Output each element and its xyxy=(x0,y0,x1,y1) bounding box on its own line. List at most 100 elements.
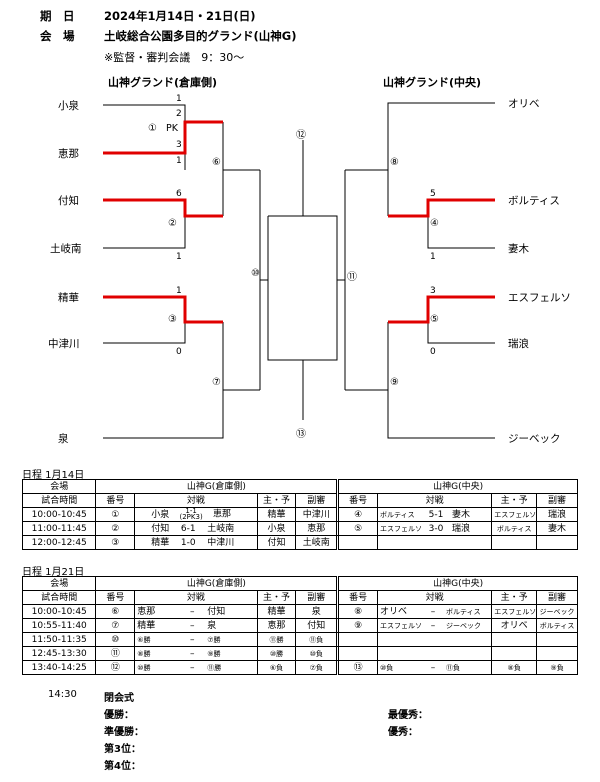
s2-r-sub: ボルティス xyxy=(536,618,578,633)
venue-value: 土岐総合公園多目的グランド(山神G) xyxy=(104,29,297,43)
winner-label: 優勝： xyxy=(104,710,134,721)
fourth-place-label: 第4位： xyxy=(104,761,141,772)
s2-r-dash: – xyxy=(430,620,436,631)
s2-l-dash: – xyxy=(189,606,195,617)
s1-left-venue: 山神G(倉庫側) xyxy=(95,479,338,494)
s2-r-a: オリベ xyxy=(380,606,408,617)
s2-l-a: ⑧勝 xyxy=(137,649,151,658)
s1-r-b: 瑞浪 xyxy=(452,523,471,534)
score-m1-top: 1 xyxy=(176,94,182,104)
s2-l-dash: – xyxy=(189,620,195,631)
bracket-left-title: 山神グランド(倉庫側) xyxy=(108,76,218,89)
s2-l-no: ⑩ xyxy=(95,632,136,647)
score-m1-pk-top: 2 xyxy=(176,109,182,119)
s2-l-sub: ⑩負 xyxy=(295,646,338,661)
table-row: 13:40-14:25 ⑫ ⑩勝–⑪勝 ⑥負 ⑦負 ⑬ ⑩負–⑪負 ⑧負 ⑨負 xyxy=(21,660,578,675)
s2-match-label-r: 対戦 xyxy=(376,590,493,605)
s2-l-b: ⑦勝 xyxy=(207,635,221,644)
s2-r-ref: ⑧負 xyxy=(491,660,538,675)
schedule1-table: 会場 山神G(倉庫側) 山神G(中央) 試合時間 番号 対戦 主・予 副審 番号… xyxy=(21,479,578,550)
s2-ref-label-r: 主・予 xyxy=(491,590,538,605)
match-9-mark: ⑨ xyxy=(390,377,399,388)
match-8-mark: ⑧ xyxy=(390,157,399,168)
table-row: 10:55-11:40 ⑦ 精華–泉 恵那 付知 ⑨ エスフェルソ–ジーベック … xyxy=(21,618,578,633)
s1-l-score: 1-1 xyxy=(185,507,197,516)
s1-r-score: 3-0 xyxy=(428,523,444,534)
score-m5-top: 3 xyxy=(430,286,436,296)
s1-no-label-r: 番号 xyxy=(338,493,378,508)
s2-l-match: 恵那–付知 xyxy=(134,604,258,619)
s2-time: 11:50-11:35 xyxy=(21,632,97,647)
s2-l-b: 泉 xyxy=(207,620,217,631)
team-koizumi: 小泉 xyxy=(58,100,79,112)
team-seika: 精華 xyxy=(58,292,79,304)
closing-label: 閉会式 xyxy=(104,693,134,704)
score-m1-pk-bottom: 3 xyxy=(176,140,182,150)
team-ena: 恵那 xyxy=(58,148,79,160)
s2-r-match: オリベ–ボルティス xyxy=(376,604,493,619)
s2-l-b: ⑪勝 xyxy=(207,663,222,672)
date-value: 2024年1月14日・21日(日) xyxy=(104,9,256,23)
s1-l-a: 小泉 xyxy=(151,509,170,520)
score-m2-bottom: 1 xyxy=(176,252,182,262)
s2-l-no: ⑥ xyxy=(95,604,136,619)
score-m2-top: 6 xyxy=(176,189,182,199)
s1-r-a: ボルティス xyxy=(380,510,415,519)
team-boltis: ボルティス xyxy=(508,195,560,207)
match-1-mark: ① xyxy=(148,123,157,134)
s1-time-label: 試合時間 xyxy=(21,493,97,508)
s1-time: 11:00-11:45 xyxy=(21,521,97,536)
s1-no-label: 番号 xyxy=(95,493,136,508)
match-12-mark: ⑫ xyxy=(296,130,306,141)
table-row: 10:00-10:45 ⑥ 恵那–付知 精華 泉 ⑧ オリベ–ボルティス エスフ… xyxy=(21,604,578,619)
match-13-mark: ⑬ xyxy=(296,429,306,440)
venue-label: 会 場 xyxy=(40,29,75,43)
s1-l-ref: 付知 xyxy=(256,535,297,550)
pk-label: PK xyxy=(166,123,178,134)
s2-l-ref: ⑩勝 xyxy=(256,646,297,661)
s1-sub-label-r: 副審 xyxy=(536,493,578,508)
s2-r-a: エスフェルソ xyxy=(380,621,422,630)
s2-r-no: ⑧ xyxy=(338,604,378,619)
s1-l-match: 小泉 1-1(2PK3) 恵那 xyxy=(134,507,258,522)
s2-r-no: ⑨ xyxy=(338,618,378,633)
schedule2-table: 会場 山神G(倉庫側) 山神G(中央) 試合時間 番号 対戦 主・予 副審 番号… xyxy=(21,576,578,675)
schedule2-title: 日程 1月21日 xyxy=(22,567,85,578)
s1-l-no: ② xyxy=(95,521,136,536)
s1-r-no: ⑤ xyxy=(338,521,378,536)
s1-l-sub: 恵那 xyxy=(295,521,338,536)
s1-l-no: ① xyxy=(95,507,136,522)
s2-r-dash: – xyxy=(430,606,436,617)
team-oribe: オリベ xyxy=(508,98,540,110)
meeting-note: ※監督・審判会議 9：30～ xyxy=(104,51,245,64)
team-nakatsugawa: 中津川 xyxy=(48,338,80,350)
s2-l-sub: ⑦負 xyxy=(295,660,338,675)
s2-l-ref: ⑥負 xyxy=(256,660,297,675)
s2-l-no: ⑦ xyxy=(95,618,136,633)
s2-l-a: 精華 xyxy=(137,620,156,631)
s1-ref-label: 主・予 xyxy=(256,493,297,508)
s2-l-dash: – xyxy=(189,634,195,645)
tournament-bracket xyxy=(103,102,495,439)
s1-match-label: 対戦 xyxy=(134,493,258,508)
s1-r-no: ④ xyxy=(338,507,378,522)
s1-r-ref: ボルティス xyxy=(491,521,538,536)
s2-r-ref: エスフェルソ xyxy=(491,604,538,619)
s2-no-label: 番号 xyxy=(95,590,136,605)
s1-venue-label: 会場 xyxy=(21,479,97,494)
s1-right-venue: 山神G(中央) xyxy=(338,479,578,494)
s2-left-venue: 山神G(倉庫側) xyxy=(95,576,338,591)
s1-l-score: 1-0 xyxy=(180,537,196,548)
score-m3-bottom: 0 xyxy=(176,347,182,357)
s2-sub-label: 副審 xyxy=(295,590,338,605)
team-esferso: エスフェルソ xyxy=(508,292,571,304)
s2-l-dash: – xyxy=(189,662,195,673)
s1-r-sub: 瑞浪 xyxy=(536,507,578,522)
s2-l-sub: ⑪負 xyxy=(295,632,338,647)
closing-time: 14:30 xyxy=(48,689,77,700)
s2-r-b: ⑪負 xyxy=(446,663,460,672)
s1-l-ref: 小泉 xyxy=(256,521,297,536)
team-tsumagi: 妻木 xyxy=(508,243,529,255)
